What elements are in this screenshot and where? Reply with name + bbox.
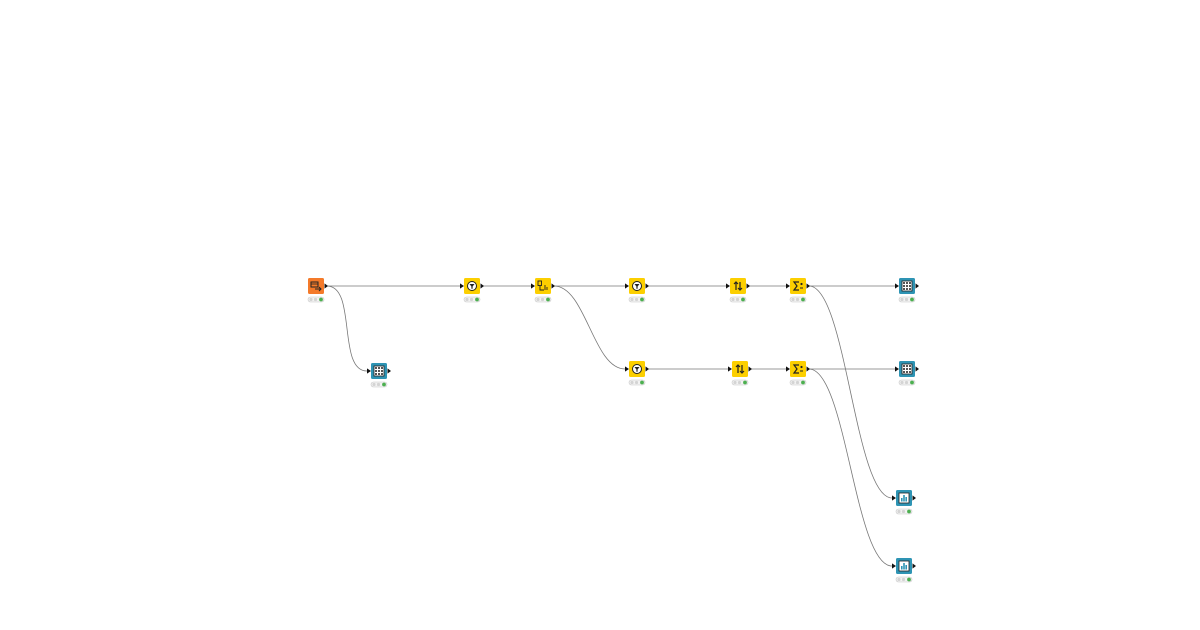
node-status-indicator (534, 296, 552, 303)
node-transform[interactable] (628, 278, 650, 303)
node-reader[interactable] (307, 278, 329, 303)
output-port[interactable] (915, 366, 920, 372)
status-ok-dot (319, 297, 323, 302)
connection-line[interactable] (808, 368, 893, 567)
output-port[interactable] (912, 563, 917, 569)
node-status-indicator (463, 296, 481, 303)
output-port[interactable] (746, 283, 751, 289)
connection-line[interactable] (326, 285, 368, 372)
aggregator-icon (792, 281, 803, 291)
input-port-arrow (786, 283, 790, 289)
status-ok-dot (801, 380, 805, 385)
status-ok-dot (907, 577, 911, 582)
node-transform[interactable] (789, 278, 811, 303)
output-port[interactable] (915, 283, 920, 289)
table-view-icon (901, 280, 913, 292)
input-port-arrow (367, 368, 371, 374)
node-body-transform[interactable] (790, 361, 806, 377)
input-port-arrow (892, 495, 896, 501)
node-status-indicator (895, 576, 913, 583)
output-port[interactable] (551, 283, 556, 289)
node-transform[interactable] (731, 361, 753, 386)
status-ok-dot (640, 380, 644, 385)
input-port-arrow (726, 283, 730, 289)
input-port-arrow (531, 283, 535, 289)
node-status-indicator (895, 508, 913, 515)
output-port[interactable] (645, 366, 650, 372)
input-port-arrow (786, 366, 790, 372)
status-ok-dot (801, 297, 805, 302)
node-transform[interactable] (729, 278, 751, 303)
splitter-icon (537, 280, 548, 291)
input-port-arrow (625, 283, 629, 289)
node-transform[interactable] (463, 278, 485, 303)
output-port[interactable] (806, 366, 811, 372)
table-view-icon (373, 365, 385, 377)
filter-icon (632, 364, 642, 374)
connections-layer (326, 283, 899, 569)
node-status-indicator (898, 296, 916, 303)
node-body-transform[interactable] (535, 278, 551, 294)
table-reader-icon (310, 281, 322, 292)
status-ok-dot (382, 382, 386, 387)
node-body-transform[interactable] (732, 361, 748, 377)
node-status-indicator (898, 379, 916, 386)
node-view[interactable] (895, 490, 917, 515)
sorter-icon (733, 281, 743, 291)
aggregator-icon (792, 364, 803, 374)
node-body-transform[interactable] (730, 278, 746, 294)
status-ok-dot (546, 297, 550, 302)
status-ok-dot (910, 297, 914, 302)
filter-icon (467, 281, 477, 291)
output-port[interactable] (912, 495, 917, 501)
node-body-transform[interactable] (790, 278, 806, 294)
output-port[interactable] (748, 366, 753, 372)
status-ok-dot (743, 380, 747, 385)
status-ok-dot (910, 380, 914, 385)
node-transform[interactable] (789, 361, 811, 386)
node-status-indicator (370, 381, 388, 388)
table-view-icon (901, 363, 913, 375)
status-ok-dot (907, 509, 911, 514)
status-ok-dot (741, 297, 745, 302)
bar-chart-icon (898, 560, 910, 572)
filter-icon (632, 281, 642, 291)
status-ok-dot (475, 297, 479, 302)
connection-line[interactable] (553, 285, 626, 370)
bar-chart-icon (898, 492, 910, 504)
input-port-arrow (895, 283, 899, 289)
input-port-arrow (728, 366, 732, 372)
node-status-indicator (731, 379, 749, 386)
node-view[interactable] (895, 558, 917, 583)
output-port[interactable] (324, 283, 329, 289)
input-port-arrow (892, 563, 896, 569)
node-status-indicator (729, 296, 747, 303)
sorter-icon (735, 364, 745, 374)
node-view[interactable] (898, 278, 920, 303)
node-body-reader[interactable] (308, 278, 324, 294)
nodes-layer (307, 278, 920, 583)
node-status-indicator (789, 379, 807, 386)
node-view[interactable] (370, 363, 392, 388)
output-port[interactable] (806, 283, 811, 289)
node-transform[interactable] (628, 361, 650, 386)
node-status-indicator (789, 296, 807, 303)
node-status-indicator (628, 296, 646, 303)
connection-line[interactable] (808, 285, 893, 499)
node-status-indicator (628, 379, 646, 386)
input-port-arrow (895, 366, 899, 372)
status-ok-dot (640, 297, 644, 302)
node-status-indicator (307, 296, 325, 303)
node-view[interactable] (898, 361, 920, 386)
input-port-arrow (460, 283, 464, 289)
output-port[interactable] (645, 283, 650, 289)
node-transform[interactable] (534, 278, 556, 303)
output-port[interactable] (480, 283, 485, 289)
input-port-arrow (625, 366, 629, 372)
output-port[interactable] (387, 368, 392, 374)
